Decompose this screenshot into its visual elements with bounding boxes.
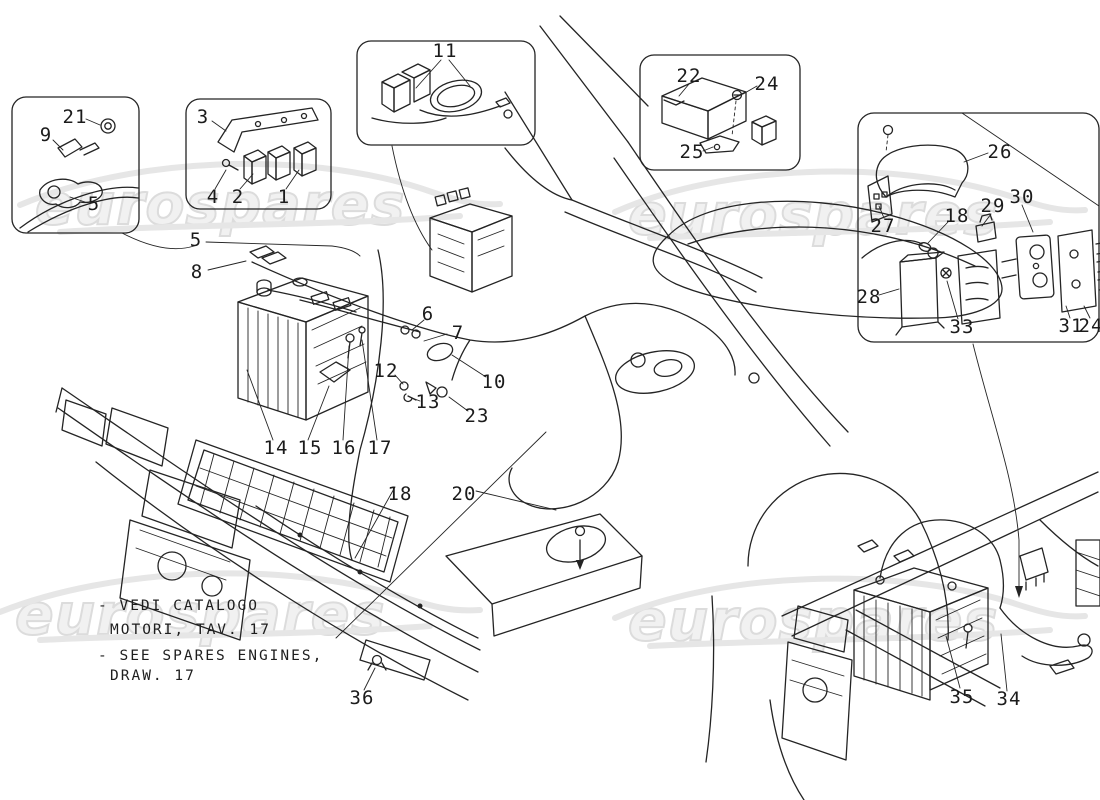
inset-box-ecu bbox=[639, 54, 801, 171]
callout-10: 10 bbox=[481, 371, 507, 393]
note-italian-line1: - VEDI CATALOGO bbox=[98, 598, 259, 614]
callout-7: 7 bbox=[451, 322, 465, 344]
callout-29: 29 bbox=[980, 195, 1006, 217]
callout-23: 23 bbox=[464, 405, 490, 427]
callout-3: 3 bbox=[196, 106, 210, 128]
callout-28: 28 bbox=[856, 286, 882, 308]
main-drawing-car-front bbox=[55, 15, 1003, 707]
callout-6: 6 bbox=[421, 303, 435, 325]
callout-2: 2 bbox=[231, 186, 245, 208]
callout-26: 26 bbox=[987, 141, 1013, 163]
note-english-line2: DRAW. 17 bbox=[110, 668, 196, 684]
callout-13: 13 bbox=[415, 391, 441, 413]
callout-21: 21 bbox=[62, 106, 88, 128]
callout-4: 4 bbox=[206, 186, 220, 208]
note-italian-line2: MOTORI, TAV. 17 bbox=[110, 622, 271, 638]
callout-22: 22 bbox=[676, 65, 702, 87]
callout-33: 33 bbox=[949, 316, 975, 338]
callout-9: 9 bbox=[39, 124, 53, 146]
callout-18-main: 18 bbox=[387, 483, 413, 505]
callout-5-inset: 5 bbox=[87, 193, 101, 215]
callout-31: 31 bbox=[1058, 315, 1084, 337]
callout-34: 34 bbox=[996, 688, 1022, 710]
callout-15: 15 bbox=[297, 437, 323, 459]
callout-17: 17 bbox=[367, 437, 393, 459]
callout-1: 1 bbox=[277, 186, 291, 208]
callout-25: 25 bbox=[679, 141, 705, 163]
inset-box-relays bbox=[185, 98, 332, 210]
callout-8: 8 bbox=[190, 261, 204, 283]
callout-16: 16 bbox=[331, 437, 357, 459]
secondary-drawing bbox=[705, 343, 1100, 800]
inset-box-wiring-loop bbox=[356, 40, 536, 146]
callout-20: 20 bbox=[451, 483, 477, 505]
inset-box-regulator bbox=[857, 112, 1100, 343]
watermark-swoosh bbox=[0, 160, 1088, 649]
callout-18-inset: 18 bbox=[944, 205, 970, 227]
inset-box-terminal bbox=[11, 96, 140, 234]
callout-30: 30 bbox=[1009, 186, 1035, 208]
callout-11: 11 bbox=[432, 40, 458, 62]
callout-24: 24 bbox=[754, 73, 780, 95]
callout-27: 27 bbox=[870, 215, 896, 237]
note-english-line1: - SEE SPARES ENGINES, bbox=[98, 648, 324, 664]
callout-12: 12 bbox=[373, 360, 399, 382]
callout-24-b: 24 bbox=[1078, 315, 1100, 337]
callout-35: 35 bbox=[949, 686, 975, 708]
callout-5-main: 5 bbox=[189, 229, 203, 251]
callout-36: 36 bbox=[349, 687, 375, 709]
callout-14: 14 bbox=[263, 437, 289, 459]
